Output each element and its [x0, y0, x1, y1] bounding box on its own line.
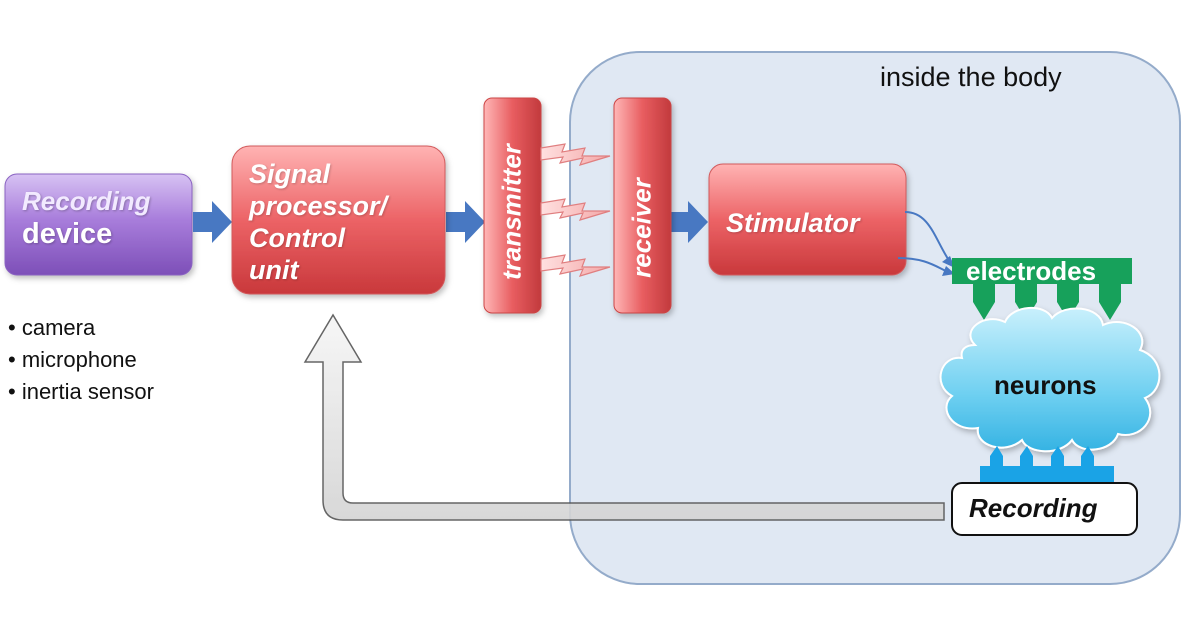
sensor-label: inertia sensor — [21, 379, 154, 404]
receiver-label: receiver — [626, 178, 657, 278]
recording-pins — [980, 446, 1114, 484]
electrodes-bar — [952, 258, 1132, 284]
arrow-processor-to-transmitter — [446, 201, 485, 243]
signal-processor-line: Signal — [249, 159, 331, 189]
recording-pin-icon — [1081, 446, 1094, 466]
sensor-list: • camera • microphone • inertia sensor — [8, 312, 154, 408]
signal-processor-line: unit — [249, 255, 299, 285]
feedback-arrow — [303, 313, 945, 521]
arrow-device-to-processor — [193, 201, 232, 243]
wireless-bolt-icon — [540, 254, 611, 277]
wireless-bolt-icon — [540, 143, 611, 166]
stimulator-box — [708, 163, 907, 276]
signal-processor-label: Signal processor/ Control unit — [249, 158, 387, 286]
sensor-item: • camera — [8, 315, 96, 340]
electrode-pin-icon — [973, 284, 995, 320]
signal-processor-line: processor/ — [249, 191, 388, 221]
signal-processor-box — [231, 145, 446, 295]
wire-arrowhead-icon — [942, 256, 955, 268]
recording-label: Recording — [969, 493, 1098, 523]
receiver-box — [613, 97, 672, 314]
sensor-item: • microphone — [8, 347, 137, 372]
electrode-pin-icon — [1099, 284, 1121, 320]
neurons-cloud — [939, 306, 1161, 453]
recording-pin-icon — [990, 446, 1003, 466]
wire-arrowhead-icon — [942, 266, 955, 276]
transmitter-label: transmitter — [496, 144, 527, 280]
recording-device-label: Recording device — [22, 185, 182, 251]
recording-pin-icon — [1051, 446, 1064, 466]
recording-device-box — [4, 173, 193, 276]
stimulator-wire — [904, 211, 951, 263]
recording-device-line2: device — [22, 218, 113, 250]
neurons-label: neurons — [994, 370, 1097, 400]
arrow-receiver-to-stimulator — [669, 201, 708, 243]
sensor-label: microphone — [21, 347, 137, 372]
stimulator-label: Stimulator — [726, 208, 860, 238]
wireless-bolt-icon — [540, 198, 611, 221]
region-label: inside the body — [880, 62, 1062, 92]
sensor-label: camera — [21, 315, 96, 340]
recording-bar — [980, 466, 1114, 484]
recording-device-line1: Recording — [22, 186, 151, 216]
recording-box — [951, 482, 1138, 536]
signal-processor-line: Control — [249, 223, 345, 253]
wireless-signal-icons — [540, 143, 611, 277]
recording-pin-icon — [1020, 446, 1033, 466]
sensor-item: • inertia sensor — [8, 379, 154, 404]
electrodes-label: electrodes — [966, 256, 1097, 286]
